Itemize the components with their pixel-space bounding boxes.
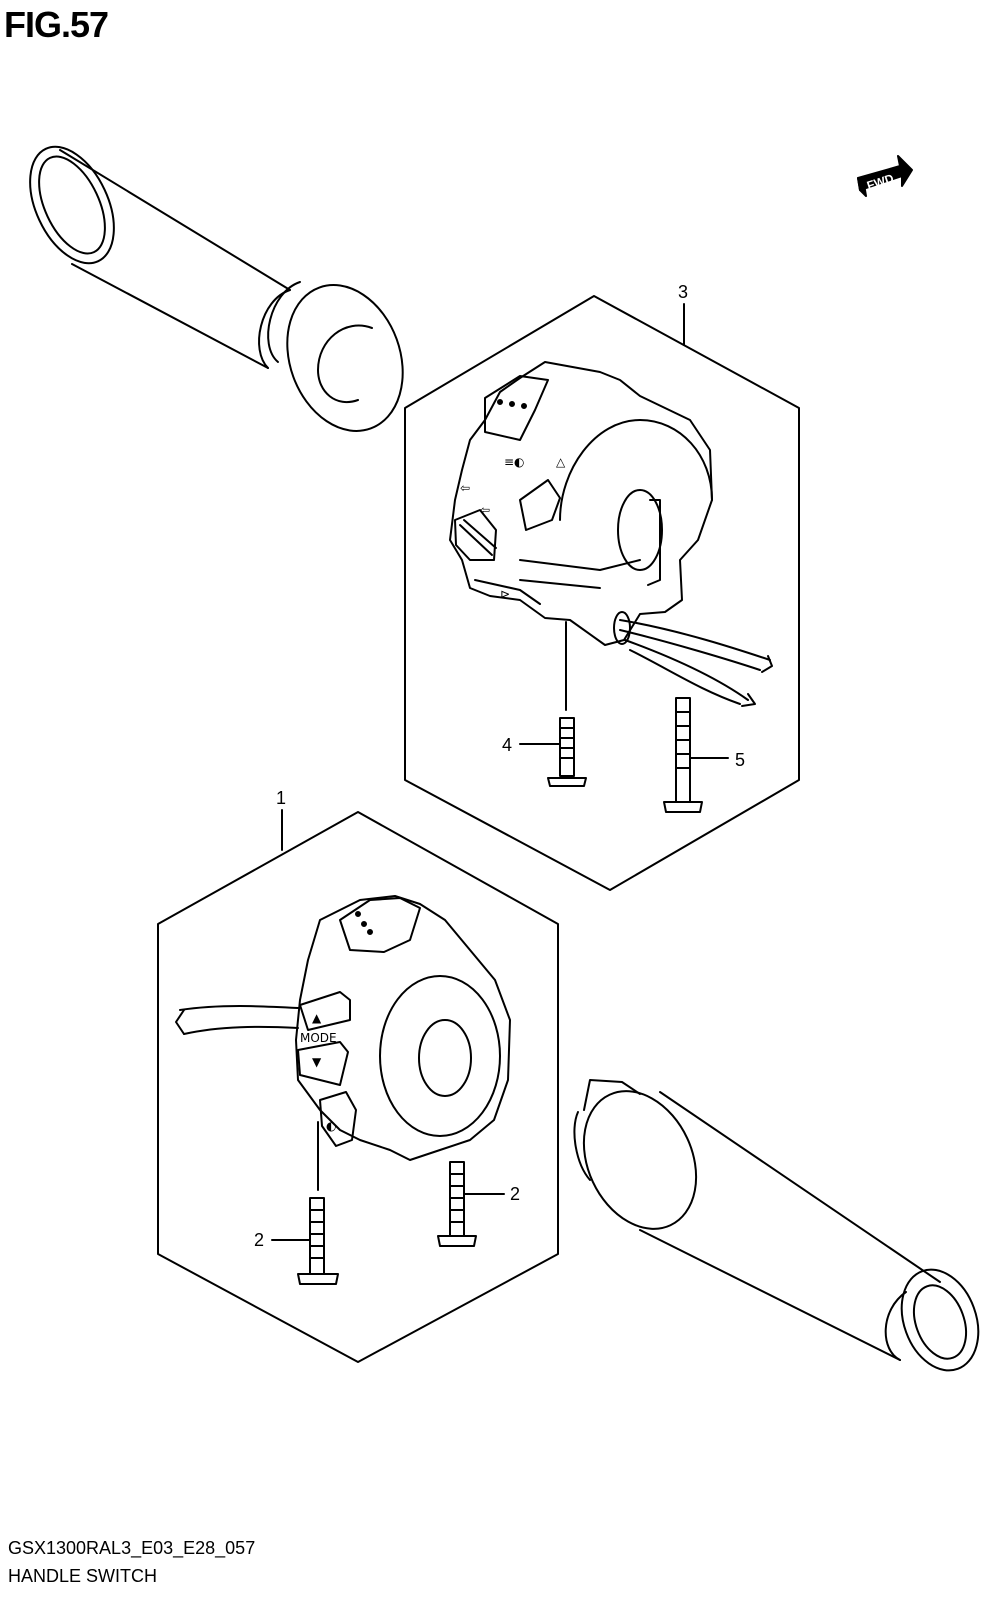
- callout-5: 5: [735, 750, 745, 770]
- horn-icon: ⊳: [500, 587, 510, 601]
- hazard-icon: △: [556, 455, 566, 469]
- callout-2b: 2: [510, 1184, 520, 1204]
- screw-4: [519, 717, 587, 787]
- turn-signal-icon: ⇦: [460, 481, 470, 495]
- down-arrow-icon: ▼: [312, 1055, 322, 1069]
- fwd-arrow-icon: FWD: [857, 155, 913, 197]
- horn-button-icon: ◐: [326, 1119, 336, 1133]
- figure-name: HANDLE SWITCH: [8, 1566, 158, 1586]
- figure-code: GSX1300RAL3_E03_E28_057: [8, 1538, 256, 1558]
- callout-2a: 2: [254, 1230, 264, 1250]
- mode-label: MODE: [300, 1031, 337, 1045]
- left-handle-switch: ▲ ▼ MODE ◐: [175, 895, 511, 1191]
- figure-title: FIG.57: [4, 4, 109, 45]
- turn-signal-icon-right: ⇦: [480, 503, 490, 517]
- up-arrow-icon: ▲: [312, 1011, 322, 1025]
- right-handle-switch: ≡◐ △ ⇦ ⇦ ⊳: [449, 361, 773, 711]
- callout-3: 3: [678, 282, 688, 302]
- headlight-icon: ≡◐: [504, 455, 525, 469]
- kit-1-outline: [157, 809, 559, 1363]
- screw-2b: [437, 1161, 505, 1247]
- callout-1: 1: [276, 788, 286, 808]
- kit-3-outline: [404, 295, 800, 891]
- callout-4: 4: [502, 735, 512, 755]
- screw-2a: [271, 1197, 339, 1285]
- left-grip: [29, 145, 404, 432]
- right-grip: [573, 1079, 980, 1372]
- screw-5: [663, 697, 729, 813]
